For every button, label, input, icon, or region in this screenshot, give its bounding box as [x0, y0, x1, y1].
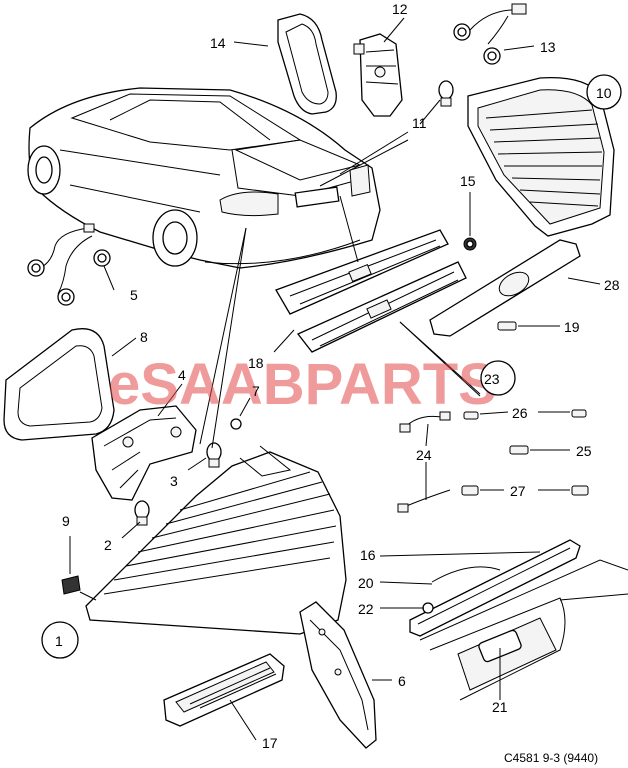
watermark: eSAABPARTS	[108, 352, 497, 417]
leader-lines	[69, 17, 601, 741]
label-21: 21	[492, 699, 508, 715]
label-5: 5	[130, 287, 138, 303]
label-8: 8	[140, 329, 148, 345]
part-14-gasket	[277, 13, 337, 115]
part-6-panel	[299, 601, 377, 749]
part-24-wiring	[397, 411, 451, 513]
label-26: 26	[512, 405, 528, 421]
label-13: 13	[540, 39, 556, 55]
label-19: 19	[564, 319, 580, 335]
part-8-gasket	[3, 328, 115, 441]
label-23-circle	[480, 360, 516, 396]
label-22: 22	[358, 601, 374, 617]
label-3: 3	[170, 473, 178, 489]
part-11-bulb	[438, 80, 454, 107]
label-9: 9	[62, 513, 70, 529]
label-6: 6	[398, 673, 406, 689]
diagram-reference: C4581 9-3 (9440)	[504, 751, 598, 765]
label-12: 12	[392, 1, 408, 17]
label-4: 4	[178, 367, 186, 383]
label-24: 24	[416, 447, 432, 463]
label-20: 20	[358, 575, 374, 591]
label-18: 18	[248, 355, 264, 371]
part-12-bulb-holder	[353, 33, 403, 117]
label-15: 15	[460, 173, 476, 189]
small-bulbs-clips	[61, 418, 242, 595]
label-7: 7	[252, 383, 260, 399]
label-14: 14	[210, 35, 226, 51]
label-11: 11	[412, 115, 427, 131]
part-18-panel-trims	[275, 229, 467, 353]
part-17-license-lamp	[163, 653, 285, 727]
label-17: 17	[262, 735, 278, 751]
label-23: 23	[484, 371, 500, 387]
part-4-bulb-holder	[91, 405, 197, 501]
car-illustration	[27, 87, 381, 269]
label-1: 1	[55, 633, 63, 649]
part-1-outer-tail-lamp	[41, 445, 347, 659]
part-16-trim-strip	[409, 539, 581, 637]
part-10-inner-tail-lamp	[467, 74, 622, 237]
label-27: 27	[510, 483, 526, 499]
label-28: 28	[604, 277, 620, 293]
part-13-wiring	[453, 3, 527, 65]
part-labels: 14 12 13 10 11 15 5 28 19 8 18 23 4 7 26…	[55, 1, 620, 751]
label-16: 16	[360, 547, 376, 563]
part-5-wiring-harness	[27, 223, 111, 306]
label-25: 25	[576, 443, 592, 459]
small-lamp-parts	[461, 321, 589, 496]
part-15-clip	[463, 237, 477, 251]
part-28-strip	[429, 239, 581, 337]
label-2: 2	[104, 537, 112, 553]
label-10: 10	[596, 85, 612, 101]
trunk-lid	[419, 559, 628, 701]
